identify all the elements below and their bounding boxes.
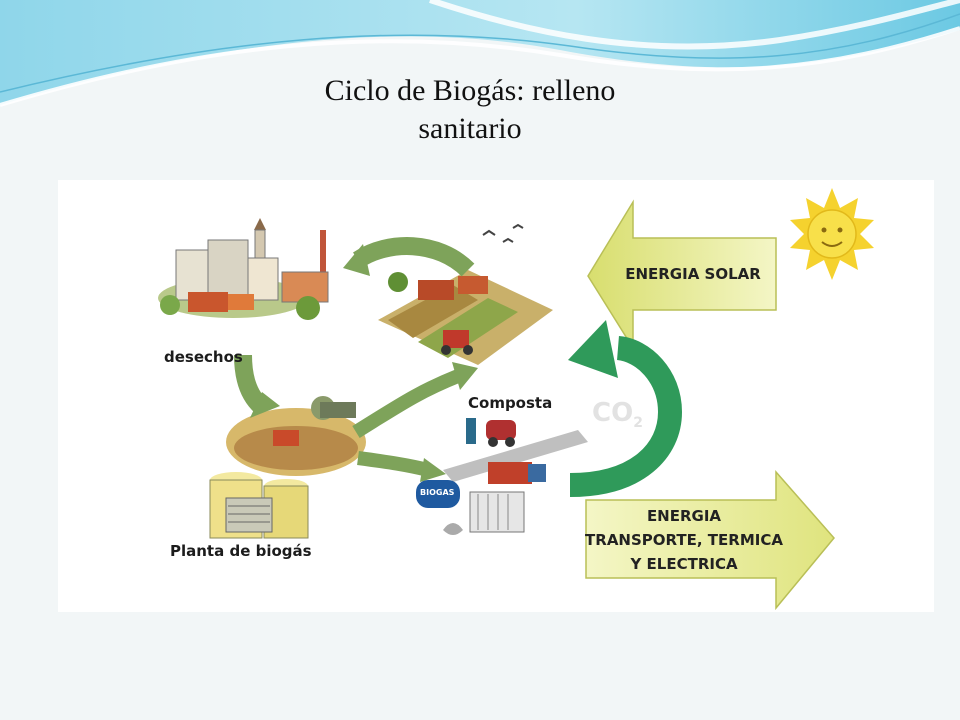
solar-arrow-text: ENERGIA SOLAR — [625, 265, 761, 283]
header-wave — [0, 0, 960, 105]
arrow-to-city — [343, 244, 370, 276]
energy-use-illustration — [416, 418, 588, 535]
farm-field-illustration — [378, 223, 553, 365]
slide-title: Ciclo de Biogás: relleno sanitario — [240, 72, 700, 148]
energy-arrow-line-2: TRANSPORTE, TERMICA — [585, 531, 783, 549]
co2-cycle-arrow — [568, 320, 683, 497]
label-co2: CO2 — [592, 398, 643, 431]
arrow-to-composta — [452, 362, 478, 390]
energy-output-arrow — [585, 470, 835, 611]
co2-text: CO — [592, 398, 634, 428]
diagram-illustration — [158, 188, 874, 611]
biogas-cycle-diagram: desechos Composta Planta de biogás BIOGA… — [58, 180, 934, 612]
title-line-2: sanitario — [418, 112, 522, 145]
label-desechos: desechos — [164, 348, 243, 366]
label-composta: Composta — [468, 394, 553, 412]
biogas-tank-label: BIOGAS — [420, 488, 455, 497]
label-planta-biogas: Planta de biogás — [170, 542, 312, 560]
co2-subscript: 2 — [633, 415, 643, 432]
cycle-arrows — [234, 237, 478, 482]
sun-icon — [790, 188, 874, 280]
energy-arrow-line-3: Y ELECTRICA — [630, 555, 738, 573]
biogas-plant-illustration — [209, 472, 309, 539]
energy-arrow-text: ENERGIA TRANSPORTE, TERMICA Y ELECTRICA — [584, 504, 784, 576]
title-line-1: Ciclo de Biogás: relleno — [324, 74, 616, 107]
arrow-to-energy — [420, 458, 446, 482]
city-illustration — [158, 218, 329, 320]
landfill-illustration — [226, 396, 366, 476]
arrow-to-landfill — [250, 392, 280, 418]
energy-arrow-line-1: ENERGIA — [646, 507, 722, 525]
